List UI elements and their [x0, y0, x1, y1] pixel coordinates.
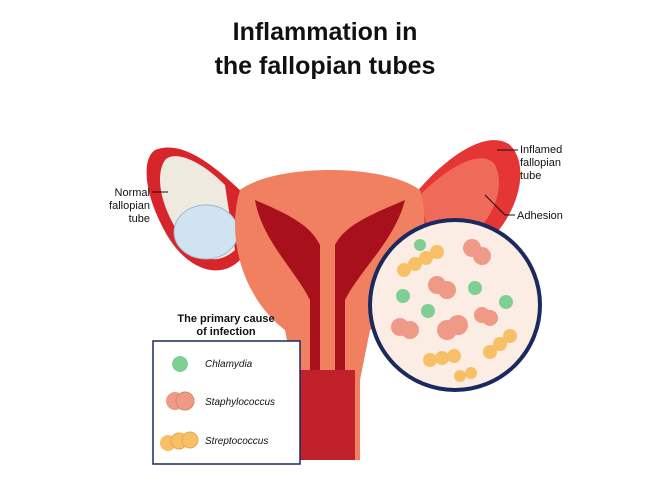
label-normal-tube: Normal fallopian tube — [109, 187, 168, 225]
legend-item-chlamydia: Chlamydia — [172, 356, 253, 372]
label-text: Normal — [115, 187, 150, 199]
streptococcus-icon — [181, 431, 199, 449]
label-text: tube — [520, 170, 541, 182]
label-inflamed-tube: Inflamed fallopian tube — [497, 144, 562, 182]
label-adhesion: Adhesion — [484, 194, 563, 222]
label-text: fallopian — [520, 157, 561, 169]
staphylococcus-cells — [391, 239, 498, 340]
uterus — [146, 140, 521, 460]
legend-item-staphylococcus: Staphylococcus — [166, 391, 275, 411]
label-text: Inflamed — [520, 144, 562, 156]
ovary-left — [173, 204, 239, 260]
magnified-view — [368, 218, 542, 392]
label-text: The primary cause — [177, 313, 274, 325]
label-text: of infection — [196, 326, 256, 338]
label-text: fallopian — [109, 200, 150, 212]
title-line-1: Inflammation in — [233, 18, 418, 46]
label-text: Adhesion — [517, 210, 563, 222]
label-text: Streptococcus — [205, 436, 268, 447]
streptococcus-cells — [397, 245, 517, 382]
label-text: tube — [129, 213, 150, 225]
chlamydia-cells — [396, 239, 513, 318]
chlamydia-icon — [172, 356, 188, 372]
label-text: Staphylococcus — [205, 397, 275, 408]
legend: The primary cause of infection Chlamydia… — [152, 313, 301, 465]
title-line-2: the fallopian tubes — [215, 52, 436, 80]
label-text: Chlamydia — [205, 359, 253, 370]
legend-item-streptococcus: Streptococcus — [160, 431, 268, 451]
